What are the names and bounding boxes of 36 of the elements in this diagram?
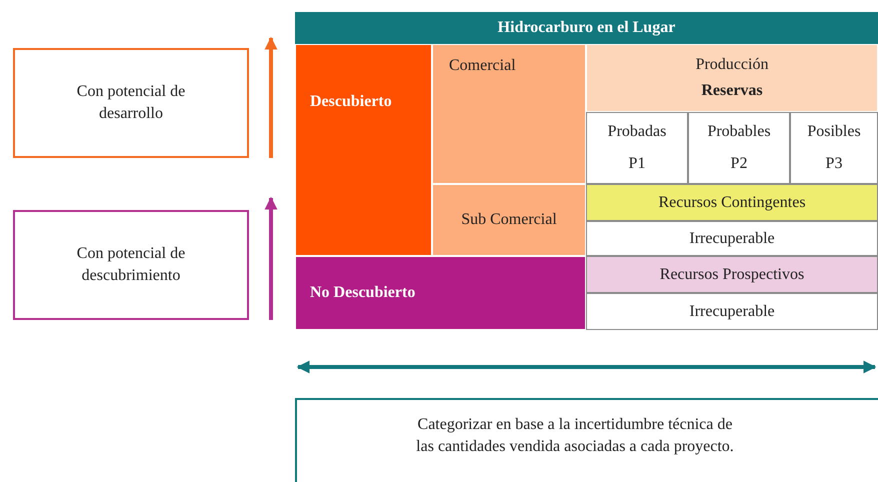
cell-text: Irrecuperable <box>689 302 775 322</box>
cell-text: Hidrocarburo en el Lugar <box>498 18 676 38</box>
text-box <box>295 398 878 482</box>
cell-text: Irrecuperable <box>689 228 775 249</box>
cell-text: Recursos Contingentes <box>658 192 806 213</box>
table-cell <box>586 44 878 112</box>
cell-text: No Descubierto <box>310 283 416 304</box>
table-cell <box>586 293 878 330</box>
table-cell <box>790 112 878 184</box>
cell-text: Con potencial de descubrimiento <box>76 244 186 286</box>
text-box <box>13 48 249 158</box>
table-cell <box>586 221 878 256</box>
cell-text: P2 <box>730 154 748 174</box>
cell-text: Con potencial de desarrollo <box>76 82 186 124</box>
table-cell <box>586 256 878 293</box>
cell-text: P3 <box>826 154 842 174</box>
cell-text: Sub Comercial <box>461 210 557 230</box>
cell-text: P1 <box>628 154 646 174</box>
text-box <box>13 210 249 320</box>
table-cell <box>432 44 586 184</box>
category-cell <box>295 44 432 256</box>
table-cell <box>586 112 688 184</box>
cell-text: Posibles <box>807 122 861 142</box>
cell-text: Recursos Prospectivos <box>660 264 804 285</box>
cell-text: Comercial <box>449 56 516 76</box>
cell-text: Probadas <box>608 122 666 142</box>
cell-text: Reservas <box>701 81 763 101</box>
cell-text: Descubierto <box>310 92 392 112</box>
cell-text: Categorizar en base a la incertidumbre técnica de las cantidades vendida asociadas a cada proyecto. <box>415 415 735 457</box>
table-cell <box>432 184 586 256</box>
table-cell <box>688 112 790 184</box>
cell-text: Producción <box>696 55 768 76</box>
category-cell <box>295 256 586 330</box>
table-cell <box>586 184 878 221</box>
header-bar <box>295 12 878 44</box>
cell-text: Probables <box>707 122 771 142</box>
